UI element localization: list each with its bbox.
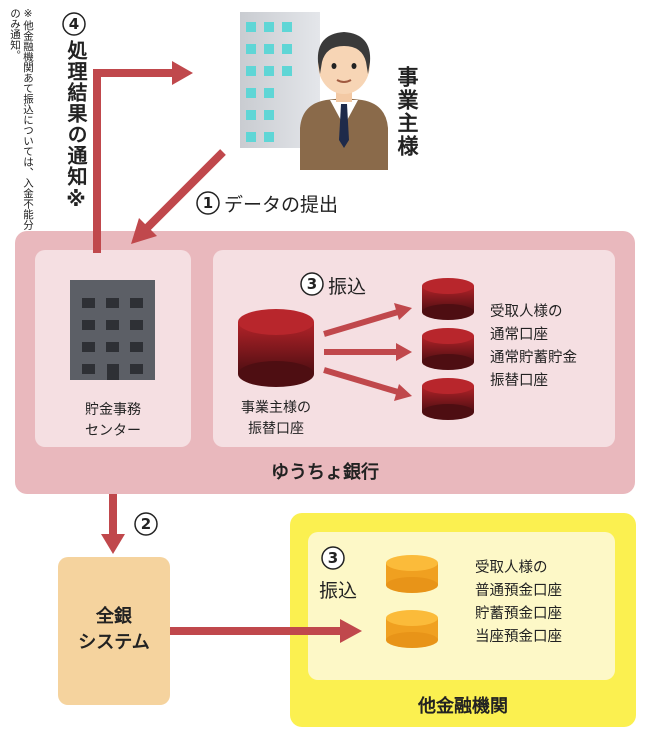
list-item: 貯蓄預金口座 bbox=[475, 606, 562, 622]
list-item: 当座預金口座 bbox=[475, 629, 562, 645]
step4-number-circle bbox=[62, 12, 86, 36]
step3-number-circle-other bbox=[321, 546, 345, 570]
yucho-title: ゆうちょ銀行 bbox=[271, 462, 379, 483]
recipient-cylinder-icon bbox=[422, 328, 474, 370]
footnote: ※他金融機関あて振込については、入金不能分のみ通知。 bbox=[9, 8, 34, 230]
step3-number: 3 bbox=[306, 275, 318, 293]
yucho-recipient-list: 受取人様の 通常口座 通常貯蓄貯金 振替口座 bbox=[490, 301, 577, 393]
step2-number: 2 bbox=[140, 515, 152, 533]
zengin-system-box bbox=[58, 557, 170, 705]
list-item: 普通預金口座 bbox=[475, 583, 562, 599]
step1-label: データの提出 bbox=[224, 194, 339, 216]
step1-arrow bbox=[131, 149, 226, 244]
other-bank-cylinder-icon bbox=[386, 610, 438, 648]
step1-number: 1 bbox=[202, 194, 214, 212]
list-item: 通常貯蓄貯金 bbox=[490, 350, 577, 366]
source-account-label: 事業主様の 振替口座 bbox=[241, 400, 311, 437]
list-item: 通常口座 bbox=[490, 327, 548, 343]
list-item: 受取人様の bbox=[475, 560, 548, 576]
step1-number-circle bbox=[196, 191, 220, 215]
step4-arrow bbox=[93, 61, 193, 253]
other-bank-cylinder-icon bbox=[386, 555, 438, 593]
zengin-label: 全銀 システム bbox=[78, 606, 150, 653]
step3-number-circle bbox=[300, 272, 324, 296]
list-item: 受取人様の bbox=[490, 304, 563, 320]
zengin-to-other-bank-arrow bbox=[170, 619, 362, 643]
businessman-icon bbox=[300, 32, 388, 170]
recipient-cylinder-icon bbox=[422, 378, 474, 420]
list-item: 振替口座 bbox=[490, 373, 548, 389]
other-bank-title: 他金融機関 bbox=[418, 696, 508, 717]
step2-number-circle bbox=[134, 512, 158, 536]
step3-number-other: 3 bbox=[327, 549, 339, 567]
center-building-icon bbox=[70, 280, 155, 380]
step4-label: 処理結果の通知※ bbox=[64, 40, 88, 212]
recipient-cylinder-icon bbox=[422, 278, 474, 320]
savings-center-label: 貯金事務 センター bbox=[85, 402, 141, 439]
yucho-transfer-arrows bbox=[323, 303, 412, 401]
step4-number: 4 bbox=[68, 15, 80, 33]
step2-arrow bbox=[101, 494, 125, 554]
step3-label-other: 振込 bbox=[319, 580, 358, 602]
source-account-cylinder-icon bbox=[238, 309, 314, 387]
other-bank-inner-box bbox=[308, 532, 615, 680]
employer-label: 事業主様 bbox=[395, 66, 419, 158]
step3-label: 振込 bbox=[328, 276, 367, 298]
other-bank-recipient-list: 受取人様の 普通預金口座 貯蓄預金口座 当座預金口座 bbox=[475, 557, 562, 649]
